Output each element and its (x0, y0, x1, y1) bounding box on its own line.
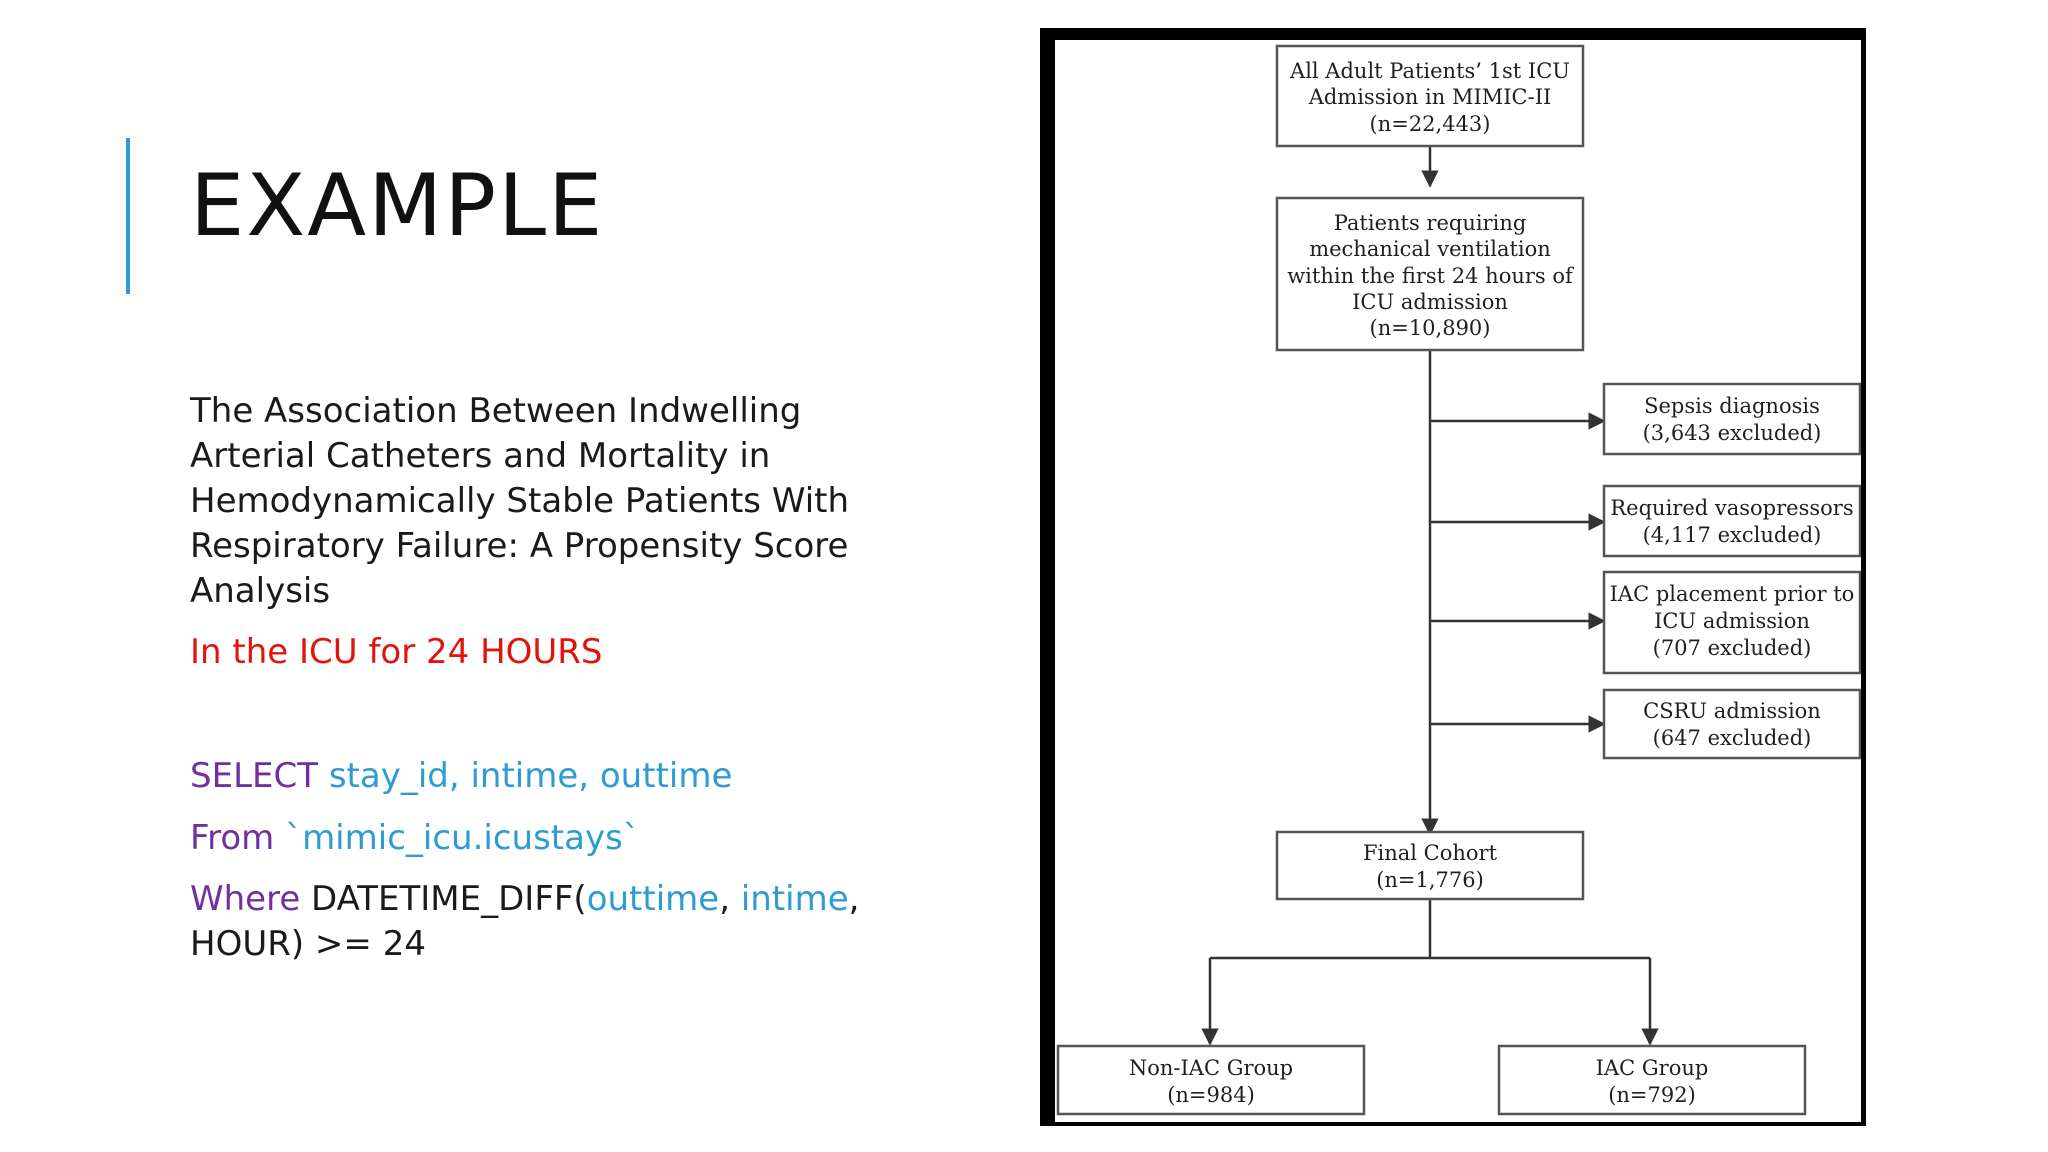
sql-keyword-from: From (190, 818, 275, 858)
sql-arg-outtime: outtime (586, 879, 720, 919)
box-mech-vent-count: (n=10,890) (1370, 316, 1491, 340)
sql-condition-tail: , HOUR) >= 24 (190, 879, 860, 964)
paper-title: The Association Between Indwelling Arter… (190, 391, 850, 611)
box-all-patients-line1: All Adult Patients’ 1st ICU (1289, 59, 1570, 83)
box-final-cohort: Final Cohort (n=1,776) (1275, 830, 1585, 901)
sql-arg-intime: intime (740, 879, 849, 919)
sql-from-line: From `mimic_icu.icustays` (190, 816, 930, 861)
box-mech-vent-line2: mechanical ventilation (1309, 237, 1551, 261)
box-all-adult-patients: All Adult Patients’ 1st ICU Admission in… (1275, 44, 1585, 148)
box-iac-prior-line1: IAC placement prior to (1610, 582, 1855, 606)
box-sepsis-line1: Sepsis diagnosis (1644, 394, 1820, 418)
box-final-cohort-count: (n=1,776) (1376, 868, 1484, 892)
flowchart-svg: All Adult Patients’ 1st ICU Admission in… (1056, 44, 1861, 1116)
sql-select-columns: stay_id, intime, outtime (328, 756, 733, 796)
box-iac-placement-prior: IAC placement prior to ICU admission (70… (1602, 570, 1861, 675)
sql-select-line: SELECT stay_id, intime, outtime (190, 754, 930, 799)
title-accent-bar (126, 138, 130, 294)
box-iac-count: (n=792) (1608, 1083, 1696, 1107)
box-sepsis-excluded: (3,643 excluded) (1643, 421, 1822, 445)
box-final-cohort-line1: Final Cohort (1363, 841, 1498, 865)
box-non-iac-line1: Non-IAC Group (1129, 1056, 1293, 1080)
box-vasopressors-excluded: (4,117 excluded) (1643, 523, 1822, 547)
sql-where-line: Where DATETIME_DIFF(outtime, intime, HOU… (190, 877, 930, 967)
criteria-subtitle: In the ICU for 24 HOURS (190, 632, 603, 672)
box-vasopressors-line1: Required vasopressors (1610, 496, 1853, 520)
box-mechanical-ventilation: Patients requiring mechanical ventilatio… (1275, 196, 1585, 352)
box-iac-group: IAC Group (n=792) (1497, 1044, 1807, 1116)
box-sepsis-diagnosis: Sepsis diagnosis (3,643 excluded) (1602, 382, 1861, 456)
sql-function: DATETIME_DIFF( (311, 879, 587, 919)
box-all-patients-count: (n=22,443) (1370, 112, 1491, 136)
sql-arg-separator: , (719, 879, 741, 919)
box-csru-excluded: (647 excluded) (1653, 726, 1812, 750)
box-mech-vent-line4: ICU admission (1352, 290, 1508, 314)
cohort-flowchart-figure: All Adult Patients’ 1st ICU Admission in… (1040, 28, 1866, 1126)
box-all-patients-line2: Admission in MIMIC-II (1308, 85, 1552, 109)
sql-keyword-select: SELECT (190, 756, 318, 796)
box-iac-prior-line2: ICU admission (1654, 609, 1810, 633)
box-mech-vent-line1: Patients requiring (1334, 211, 1527, 235)
box-csru-admission: CSRU admission (647 excluded) (1602, 688, 1861, 760)
box-non-iac-group: Non-IAC Group (n=984) (1056, 1044, 1366, 1116)
box-required-vasopressors: Required vasopressors (4,117 excluded) (1602, 484, 1861, 558)
box-mech-vent-line3: within the first 24 hours of (1287, 264, 1575, 288)
box-non-iac-count: (n=984) (1167, 1083, 1255, 1107)
box-csru-line1: CSRU admission (1643, 699, 1821, 723)
box-iac-line1: IAC Group (1596, 1056, 1709, 1080)
box-iac-prior-excluded: (707 excluded) (1653, 636, 1812, 660)
sql-table-name: `mimic_icu.icustays` (285, 818, 640, 858)
sql-keyword-where: Where (190, 879, 301, 919)
slide-title: EXAMPLE (190, 156, 605, 256)
flowchart-connectors (1201, 146, 1659, 1046)
